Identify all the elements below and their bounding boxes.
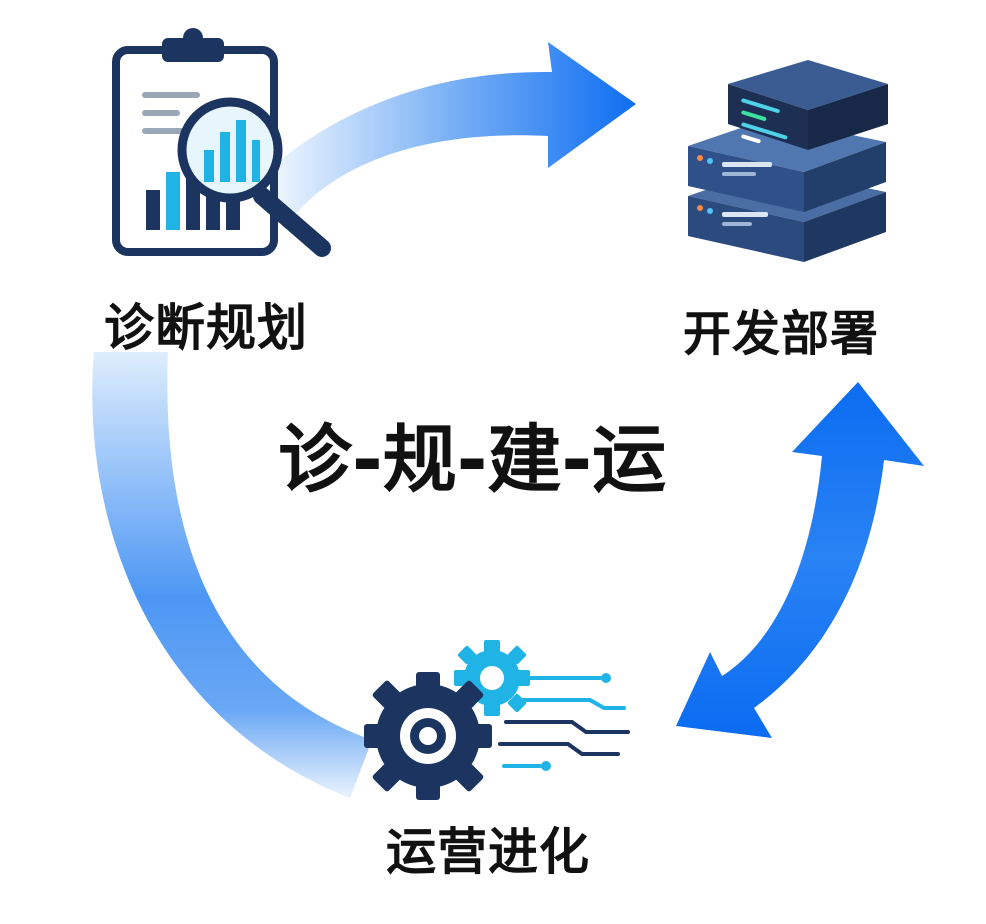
stage-label-deploy: 开发部署 [683,294,879,364]
center-title: 诊-规-建-运 [278,400,666,507]
arrow-diagnose-to-deploy [258,42,636,218]
stage-label-diagnose: 诊断规划 [104,288,308,360]
server-stack-icon [688,60,888,262]
arrow-deploy-operate [676,382,924,738]
stage-label-operate: 运营进化 [386,812,590,884]
gears-circuit-icon [364,640,628,800]
clipboard-magnifier-chart-icon [116,28,322,252]
